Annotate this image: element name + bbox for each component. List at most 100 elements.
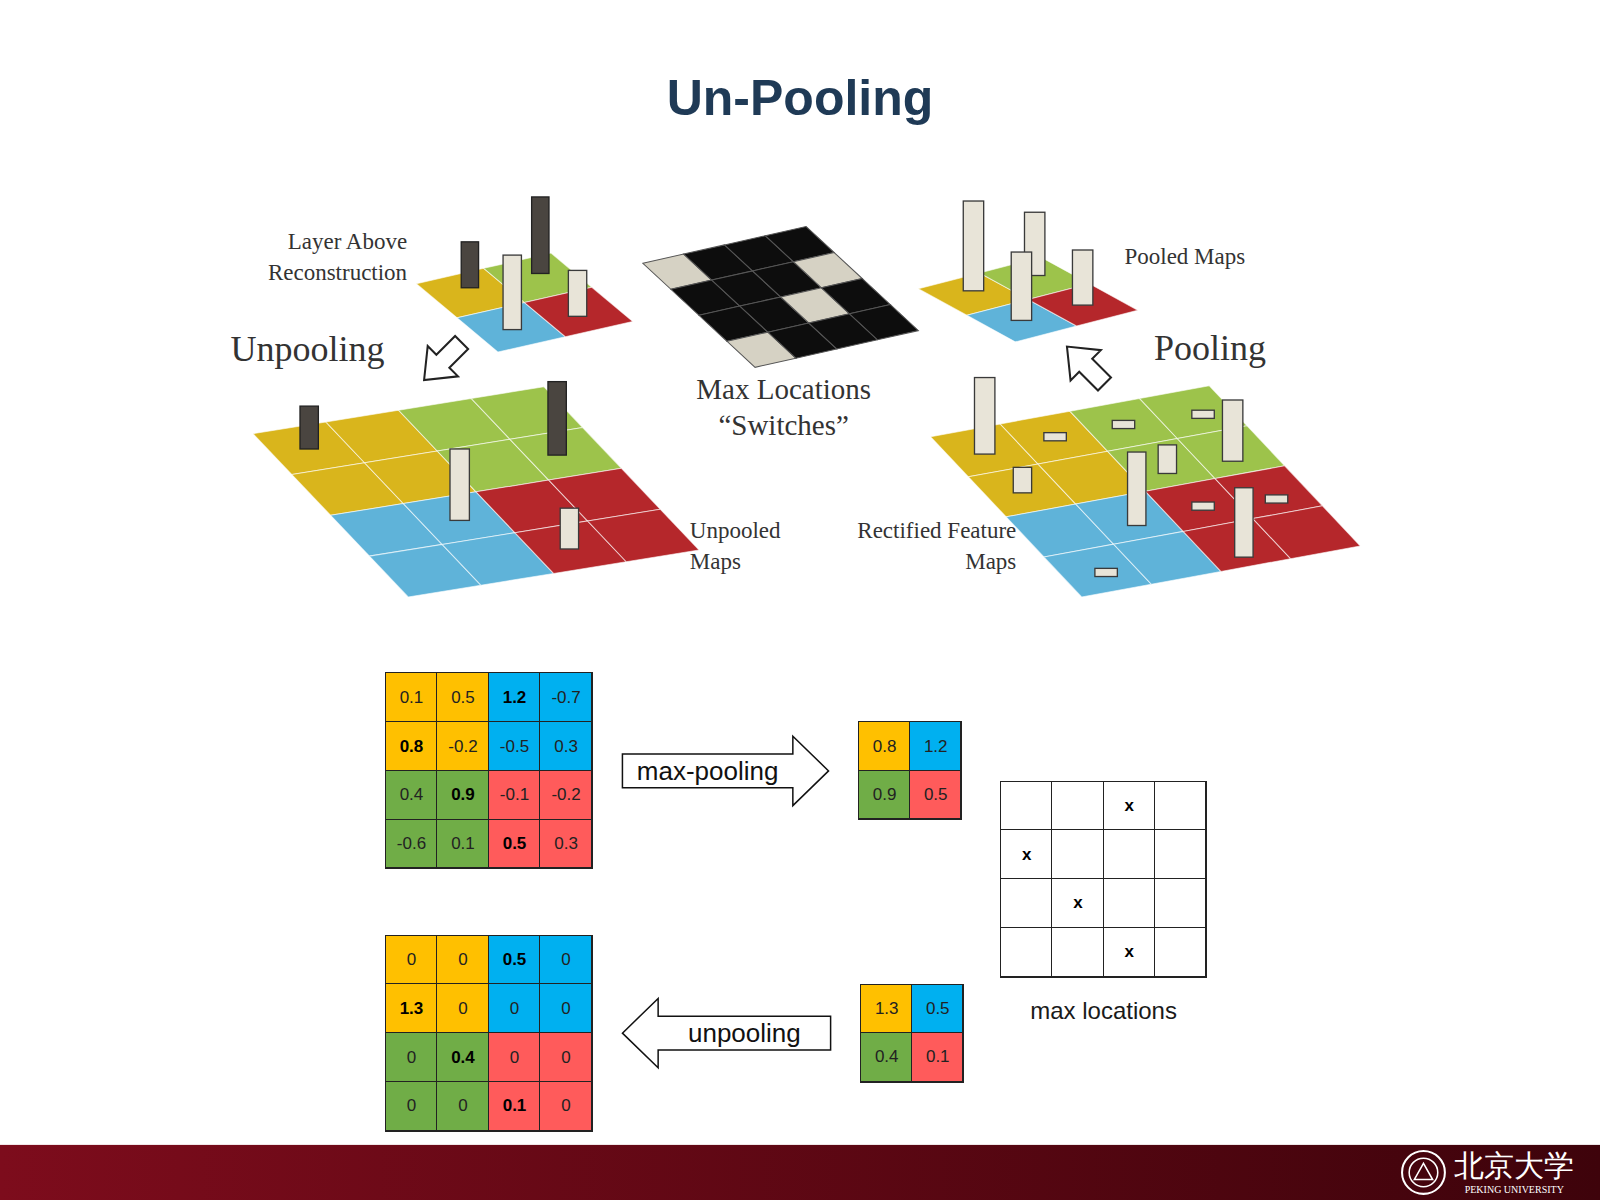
activation-bar [503, 255, 521, 329]
activation-bar [1158, 445, 1176, 474]
cell-value: 0.4 [861, 1033, 912, 1081]
cell-value: 0.4 [437, 1033, 489, 1082]
layer-label: Unpooled Maps [690, 515, 802, 577]
cell-value: -0.6 [386, 820, 438, 869]
footer-band [0, 1145, 1600, 1200]
map-cell [849, 305, 918, 340]
cell-value: 0.8 [859, 722, 910, 770]
cell-value: 0 [386, 936, 438, 985]
logo-emblem [1414, 1163, 1432, 1179]
activation-bar [1011, 252, 1031, 320]
cell-value: 0.8 [386, 722, 438, 771]
unpooled-grid: 000.501.300000.400000.10 [386, 936, 592, 1131]
cell-value: 0.5 [489, 820, 541, 869]
cell-value: 0.1 [489, 1082, 541, 1131]
cell-value: 0.9 [859, 771, 910, 819]
cell-value: 0.5 [912, 985, 963, 1033]
cell-value: 1.2 [489, 673, 541, 722]
cell-value: 0 [437, 1082, 489, 1131]
feature-maps [253, 227, 1360, 597]
university-name: PEKING UNIVERSITY [1447, 1184, 1582, 1196]
unpooled-map [253, 387, 699, 597]
cell-value: 0.3 [540, 722, 592, 771]
input-grid: 0.10.51.2-0.70.8-0.2-0.50.30.40.9-0.1-0.… [386, 673, 592, 868]
grid-cell [1155, 782, 1206, 831]
cell-value: 0 [437, 936, 489, 985]
cell-value: 0 [540, 984, 592, 1033]
cell-value: x [1104, 928, 1155, 977]
cell-value: x [1052, 879, 1103, 928]
activation-bar [974, 378, 994, 455]
cell-value: 0 [386, 1082, 438, 1131]
map-cell [588, 509, 699, 562]
cell-value: 0 [489, 1033, 541, 1082]
grid-cell [1052, 830, 1103, 879]
arrow-label: unpooling [688, 1018, 801, 1048]
cell-value: 1.3 [386, 984, 438, 1033]
grid-cell [1155, 830, 1206, 879]
cell-value: x [1104, 782, 1155, 831]
cell-value: 0.4 [386, 771, 438, 820]
grid-caption: max locations [960, 997, 1247, 1025]
grid-cell [1104, 830, 1155, 879]
cell-value: 0.1 [386, 673, 438, 722]
block-arrow [622, 736, 828, 805]
activation-bar [1112, 420, 1134, 428]
activation-bar [1072, 250, 1092, 305]
activation-bar [560, 508, 578, 549]
cell-value: 0 [437, 984, 489, 1033]
slide-title: Un-Pooling [0, 67, 1600, 129]
grid-cell [1001, 928, 1052, 977]
switch-map [643, 227, 919, 368]
cell-value: 0.5 [437, 673, 489, 722]
cell-value: -0.7 [540, 673, 592, 722]
cell-value: 0 [540, 936, 592, 985]
cell-value: -0.5 [489, 722, 541, 771]
activation-bar [963, 201, 983, 291]
cell-value: -0.1 [489, 771, 541, 820]
activation-bar [1222, 400, 1242, 461]
activation-bar [568, 270, 586, 316]
layer-label: Pooled Maps [1124, 241, 1297, 272]
block-arrow [622, 998, 830, 1067]
process-label: Unpooling [231, 328, 425, 370]
cell-value: 1.2 [910, 722, 961, 770]
logo-ring [1402, 1151, 1445, 1194]
cell-value: 0.5 [489, 936, 541, 985]
activation-bar [1013, 467, 1031, 493]
cell-value: 0 [540, 1033, 592, 1082]
unpooling-arrow [409, 327, 477, 395]
cell-value: -0.2 [540, 771, 592, 820]
cell-value: -0.2 [437, 722, 489, 771]
cell-value: 0.5 [910, 771, 961, 819]
activation-bar [1235, 488, 1253, 557]
arrow-label: max-pooling [637, 756, 779, 786]
activation-bar [1044, 433, 1066, 441]
cell-value: 0.1 [912, 1033, 963, 1081]
pooling-arrow [1052, 331, 1120, 399]
cell-value: 0 [489, 984, 541, 1033]
cell-value: 0.1 [437, 820, 489, 869]
activation-bar [461, 242, 478, 288]
cell-value: x [1001, 830, 1052, 879]
cell-value: 0 [386, 1033, 438, 1082]
activation-bar [1095, 568, 1117, 576]
grid-cell [1155, 879, 1206, 928]
grid-cell [1001, 782, 1052, 831]
grid-cell [1052, 782, 1103, 831]
activation-bar [1192, 410, 1214, 418]
cell-value: 1.3 [861, 985, 912, 1033]
layer-label: Max Locations “Switches” [677, 371, 891, 443]
grid-cell [1001, 879, 1052, 928]
pooled-grid: 0.81.20.90.5 [859, 722, 961, 819]
layer-label: Rectified Feature Maps [857, 515, 1016, 577]
activation-bar [548, 382, 566, 455]
layer-label: Layer Above Reconstruction [219, 226, 407, 288]
grid-cell [1155, 928, 1206, 977]
university-name: 北京大学 [1447, 1149, 1582, 1183]
layer-above-map [416, 253, 632, 352]
logo-ring [1409, 1158, 1438, 1187]
activation-bar [1192, 502, 1214, 510]
grid-cell [1104, 879, 1155, 928]
